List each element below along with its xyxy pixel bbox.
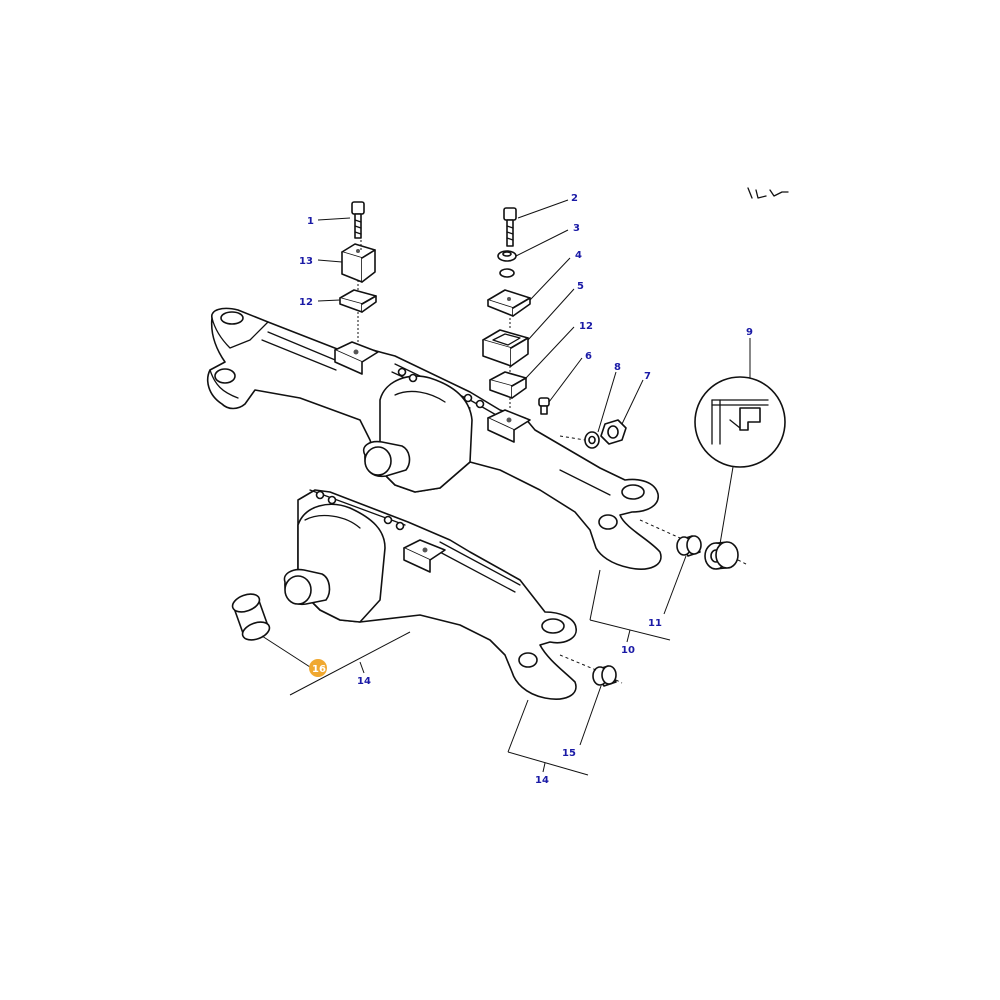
callout-labels: 1 2 3 4 5 6 7 8 9 10 11 13 12 12 14 14 1… — [299, 193, 753, 786]
assembly-axes — [357, 240, 749, 684]
lower-axle-housing — [283, 489, 577, 700]
callout-14-right: 14 — [535, 775, 549, 786]
upper-axle-housing — [206, 307, 662, 570]
grease-nipple-part-6 — [538, 397, 550, 415]
sleeve-part-16 — [231, 593, 271, 641]
bushing-part-11 — [676, 535, 702, 557]
callout-3: 3 — [573, 223, 580, 234]
pad-part-12-left — [339, 289, 377, 313]
callout-8: 8 — [614, 362, 621, 373]
bolt-part-2 — [503, 207, 517, 247]
callout-5: 5 — [577, 281, 584, 292]
nut-part-3 — [497, 250, 517, 262]
seal-part-9 — [704, 541, 739, 570]
callout-14-left: 14 — [357, 676, 371, 687]
plate-part-4 — [487, 289, 531, 317]
callout-9: 9 — [746, 327, 753, 338]
leader-lines — [261, 199, 751, 776]
callout-12-left: 12 — [299, 297, 313, 308]
bushing-part-15 — [592, 665, 617, 687]
callout-10: 10 — [621, 645, 635, 656]
highlight-badge — [309, 659, 327, 677]
callout-4: 4 — [575, 250, 582, 261]
nut-part-7 — [600, 419, 627, 445]
callout-7: 7 — [644, 371, 651, 382]
callout-13: 13 — [299, 256, 313, 267]
bracket-part-5 — [482, 329, 529, 367]
callout-12-right: 12 — [579, 321, 593, 332]
callout-6: 6 — [585, 351, 592, 362]
callout-11: 11 — [648, 618, 662, 629]
callout-16: 16 — [312, 664, 326, 675]
washer-part-8 — [584, 431, 600, 449]
mount-block-part-13 — [341, 243, 376, 283]
bolt-part-1 — [351, 201, 365, 239]
callout-2: 2 — [571, 193, 578, 204]
corner-scribble — [747, 187, 789, 199]
seal-detail-callout — [694, 376, 786, 468]
washer — [499, 268, 515, 278]
callout-15: 15 — [562, 748, 576, 759]
callout-1: 1 — [307, 216, 314, 227]
pad-part-12-right — [489, 371, 527, 399]
